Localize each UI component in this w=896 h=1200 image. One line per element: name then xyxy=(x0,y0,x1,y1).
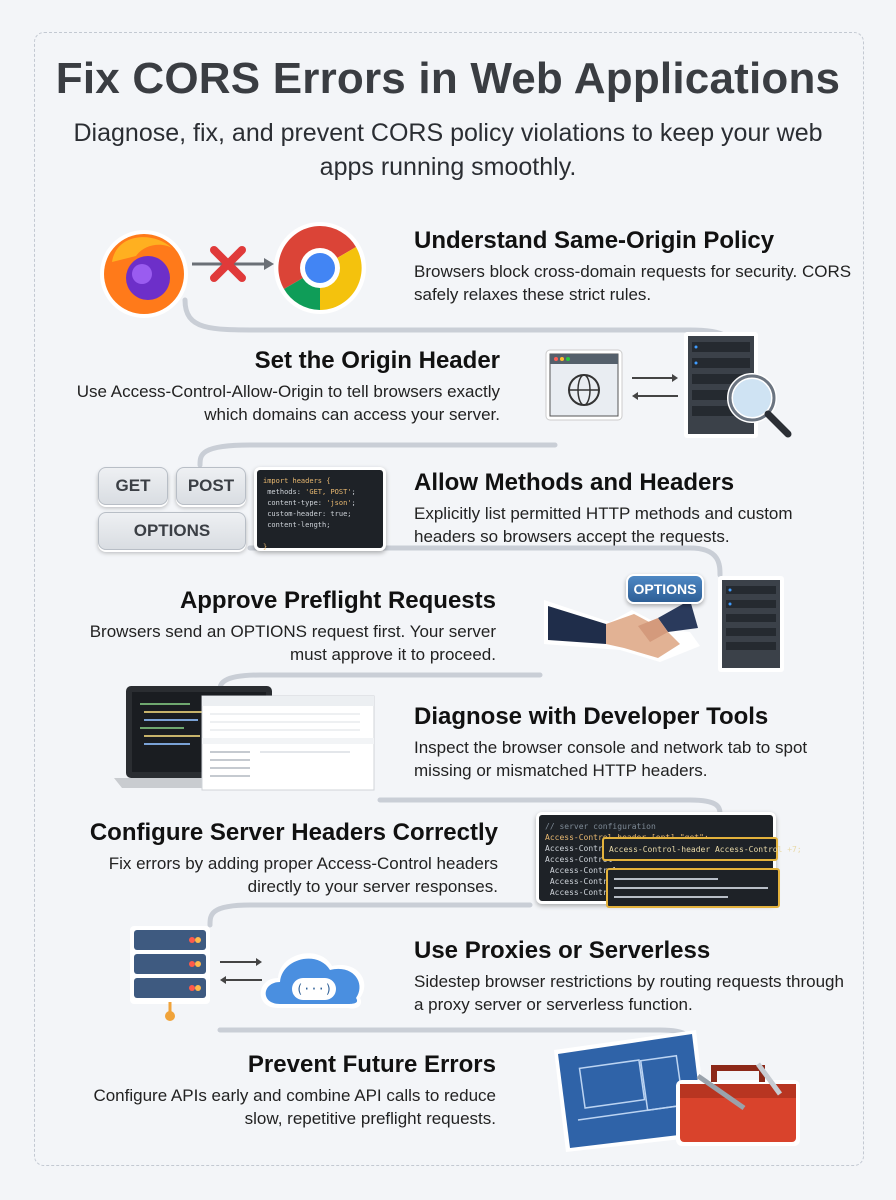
preflight-options-badge: OPTIONS xyxy=(626,574,704,604)
step-1-title: Understand Same-Origin Policy xyxy=(414,227,775,254)
step-2-text: Use Access-Control-Allow-Origin to tell … xyxy=(76,382,500,424)
dashed-frame xyxy=(34,32,864,1166)
step-7-title: Use Proxies or Serverless xyxy=(414,937,711,964)
cloud-function-icon: (···) xyxy=(260,953,365,1009)
prevent-errors-illustration xyxy=(548,1024,808,1154)
same-origin-illustration xyxy=(96,222,376,322)
step-5-title: Diagnose with Developer Tools xyxy=(414,703,769,730)
toolbox-icon xyxy=(676,1062,800,1146)
chrome-icon xyxy=(274,222,366,314)
blocked-x-icon xyxy=(192,246,274,282)
handshake-icon xyxy=(544,600,700,662)
step-4-title: Approve Preflight Requests xyxy=(179,587,496,614)
step-8: Prevent Future Errors Configure APIs ear… xyxy=(60,1050,496,1130)
step-1: Understand Same-Origin Policy Browsers b… xyxy=(414,226,854,306)
step-7-text: Sidestep browser restrictions by routing… xyxy=(414,972,844,1014)
page-title: Fix CORS Errors in Web Applications xyxy=(55,54,841,103)
method-post-pill: POST xyxy=(176,467,246,505)
firefox-icon xyxy=(100,230,188,318)
method-get-pill: GET xyxy=(98,467,168,505)
highlighted-header-line: Access-Control-header Access-Control +7; xyxy=(602,837,802,861)
server-icon xyxy=(718,576,784,672)
svg-text:(···): (···) xyxy=(296,982,332,996)
devtools-illustration xyxy=(110,682,380,792)
methods-code-snippet: import headers { methods: 'GET, POST'; c… xyxy=(254,467,386,551)
step-6-title: Configure Server Headers Correctly xyxy=(89,819,498,846)
server-icon xyxy=(130,926,210,1021)
step-5-text: Inspect the browser console and network … xyxy=(414,738,808,780)
preflight-illustration xyxy=(540,570,800,674)
step-3: Allow Methods and Headers Explicitly lis… xyxy=(414,468,854,548)
step-7: Use Proxies or Serverless Sidestep brows… xyxy=(414,936,854,1016)
step-4-text: Browsers send an OPTIONS request first. … xyxy=(89,622,496,664)
origin-header-illustration xyxy=(540,330,800,440)
step-2-title: Set the Origin Header xyxy=(254,347,500,374)
step-5: Diagnose with Developer Tools Inspect th… xyxy=(414,702,854,782)
magnifier-icon xyxy=(727,373,792,438)
step-2: Set the Origin Header Use Access-Control… xyxy=(60,346,500,426)
step-1-text: Browsers block cross-domain requests for… xyxy=(414,262,852,304)
step-6: Configure Server Headers Correctly Fix e… xyxy=(60,818,498,898)
step-6-text: Fix errors by adding proper Access-Contr… xyxy=(108,854,498,896)
step-8-title: Prevent Future Errors xyxy=(247,1051,496,1078)
code-popup xyxy=(606,868,780,908)
proxy-illustration: (···) xyxy=(128,922,388,1022)
step-4: Approve Preflight Requests Browsers send… xyxy=(60,586,496,666)
blueprint-icon xyxy=(554,1030,708,1152)
page-subtitle: Diagnose, fix, and prevent CORS policy v… xyxy=(73,119,823,181)
method-options-pill: OPTIONS xyxy=(98,512,246,550)
browser-globe-icon xyxy=(545,349,623,421)
step-3-title: Allow Methods and Headers xyxy=(414,469,735,496)
step-3-text: Explicitly list permitted HTTP methods a… xyxy=(414,504,793,546)
step-8-text: Configure APIs early and combine API cal… xyxy=(93,1086,496,1128)
